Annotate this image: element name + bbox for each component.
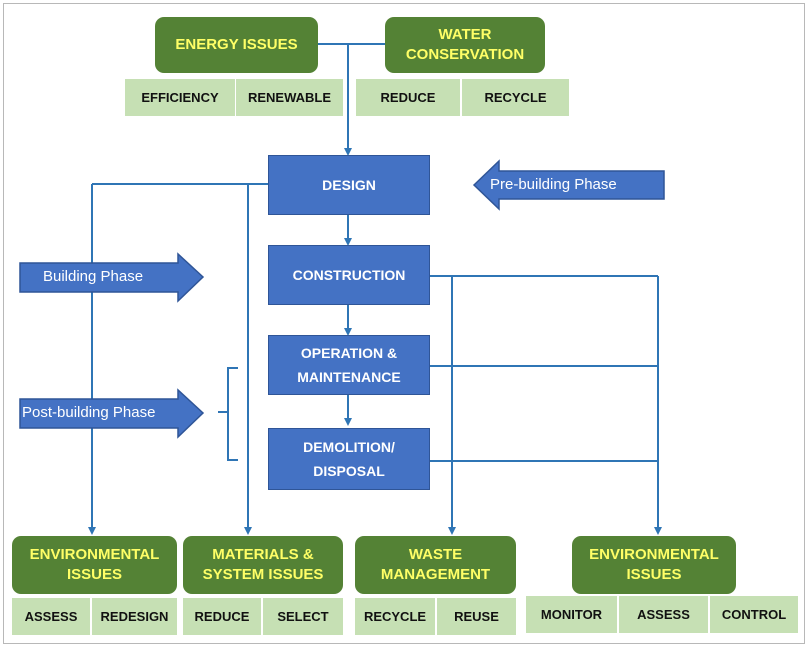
env2-control-item: CONTROL: [710, 596, 798, 633]
design-box: DESIGN: [268, 155, 430, 215]
water-recycle-item: RECYCLE: [462, 79, 569, 116]
pre-building-phase-label: Pre-building Phase: [490, 176, 617, 193]
post-building-bracket: [218, 367, 238, 461]
energy-issues-box: ENERGY ISSUES: [155, 17, 318, 73]
waste-recycle-item: RECYCLE: [355, 598, 435, 635]
env2-assess-item: ASSESS: [619, 596, 708, 633]
renewable-item: RENEWABLE: [236, 79, 343, 116]
post-building-phase-label: Post-building Phase: [22, 404, 156, 421]
materials-reduce-item: REDUCE: [183, 598, 261, 635]
efficiency-item: EFFICIENCY: [125, 79, 235, 116]
waste-reuse-item: REUSE: [437, 598, 516, 635]
environmental-issues-box-left: ENVIRONMENTAL ISSUES: [12, 536, 177, 594]
materials-system-issues-box: MATERIALS & SYSTEM ISSUES: [183, 536, 343, 594]
construction-box: CONSTRUCTION: [268, 245, 430, 305]
building-phase-label: Building Phase: [43, 268, 144, 285]
materials-select-item: SELECT: [263, 598, 343, 635]
environmental-issues-box-right: ENVIRONMENTAL ISSUES: [572, 536, 736, 594]
env1-assess-item: ASSESS: [12, 598, 90, 635]
operation-maintenance-box: OPERATION & MAINTENANCE: [268, 335, 430, 395]
diagram-frame: [3, 3, 805, 644]
building-arrow: [19, 252, 205, 303]
post-building-arrow: [19, 388, 205, 439]
pre-building-arrow: [472, 159, 665, 211]
water-reduce-item: REDUCE: [356, 79, 460, 116]
demolition-disposal-box: DEMOLITION/ DISPOSAL: [268, 428, 430, 490]
water-conservation-box: WATER CONSERVATION: [385, 17, 545, 73]
env2-monitor-item: MONITOR: [526, 596, 617, 633]
waste-management-box: WASTE MANAGEMENT: [355, 536, 516, 594]
env1-redesign-item: REDESIGN: [92, 598, 177, 635]
